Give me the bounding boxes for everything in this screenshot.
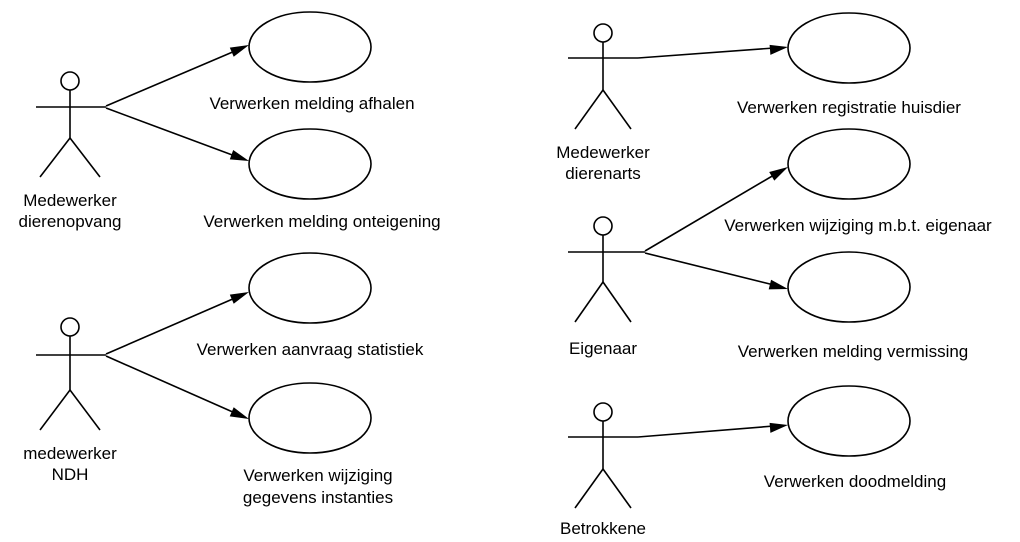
actor-label: Betrokkene [560,519,646,538]
usecase-statistiek: Verwerken aanvraag statistiek [197,252,424,359]
arrowhead [769,167,788,181]
usecase-label: Verwerken melding vermissing [738,342,969,361]
usecase-ellipse [787,12,911,84]
arrowhead [229,150,249,161]
actor-betrokkene: Betrokkene [560,402,646,538]
actor-dierenarts: Medewerker dierenarts [556,23,650,183]
association-line [105,355,236,414]
usecase-label: Verwerken aanvraag statistiek [197,340,424,359]
association-dierenopvang-onteigening [105,107,249,161]
actor-ndh: medewerker NDH [23,317,117,484]
association-ndh-instanties [105,355,249,419]
actor-label: NDH [52,465,89,484]
association-line [644,174,775,252]
association-dierenopvang-afhalen [105,45,249,107]
actor-label: medewerker [23,444,117,463]
association-line [637,425,775,438]
usecase-doodmelding: Verwerken doodmelding [764,385,946,491]
actor-leg-right [602,281,632,323]
usecase-onteigening: Verwerken melding onteigening [203,128,441,231]
actor-head [593,23,613,43]
association-line [105,107,236,157]
usecase-eigenaar-wijziging: Verwerken wijziging m.b.t. eigenaar [724,128,992,235]
actor-leg-left [39,137,71,178]
association-eigenaar-wijziging [644,167,788,252]
usecase-instanties: Verwerken wijziging gegevens instanties [243,382,393,507]
actor-head [593,216,613,236]
actor-label: dierenarts [565,164,641,183]
actor-head [60,71,80,91]
arrowhead [229,45,249,57]
usecase-label: Verwerken wijziging [243,466,392,485]
usecase-label: gegevens instanties [243,488,393,507]
association-eigenaar-vermissing [644,252,788,290]
actor-eigenaar: Eigenaar [568,216,645,358]
actor-leg-left [39,389,71,431]
association-dierenarts-registratie [637,44,788,59]
association-ndh-statistiek [105,292,249,355]
actor-leg-right [602,468,632,509]
association-line [105,297,236,355]
association-line [644,252,775,286]
actor-head [60,317,80,337]
actor-head [593,402,613,422]
usecase-ellipse [248,382,372,454]
usecase-ellipse [248,252,372,324]
usecase-ellipse [787,385,911,457]
usecase-afhalen: Verwerken melding afhalen [209,11,415,113]
associations [105,44,788,438]
usecase-label: Verwerken melding onteigening [203,212,440,231]
actor-leg-left [574,89,604,130]
usecase-label: Verwerken wijziging m.b.t. eigenaar [724,216,992,235]
arrowhead [769,422,788,433]
actor-leg-left [574,468,604,509]
usecase-vermissing: Verwerken melding vermissing [738,251,969,361]
actor-label: Eigenaar [569,339,637,358]
usecase-label: Verwerken registratie huisdier [737,98,961,117]
association-line [637,47,775,59]
arrowhead [229,407,249,419]
actor-leg-left [574,281,604,323]
usecase-ellipse [248,128,372,200]
association-line [105,50,236,107]
actor-leg-right [69,137,101,178]
association-betrokkene-doodmelding [637,422,788,438]
actor-label: Medewerker [556,143,650,162]
usecase-ellipse [248,11,372,83]
usecase-label: Verwerken doodmelding [764,472,946,491]
arrowhead [768,279,788,290]
usecase-ellipse [787,128,911,200]
usecase-ellipse [787,251,911,323]
actor-dierenopvang: Medewerker dierenopvang [18,71,122,231]
usecase-label: Verwerken melding afhalen [209,94,414,113]
actor-label: Medewerker [23,191,117,210]
actor-label: dierenopvang [18,212,121,231]
arrowhead [769,44,788,55]
actor-leg-right [69,389,101,431]
arrowhead [229,292,249,304]
usecase-registratie: Verwerken registratie huisdier [737,12,961,117]
actor-leg-right [602,89,632,130]
